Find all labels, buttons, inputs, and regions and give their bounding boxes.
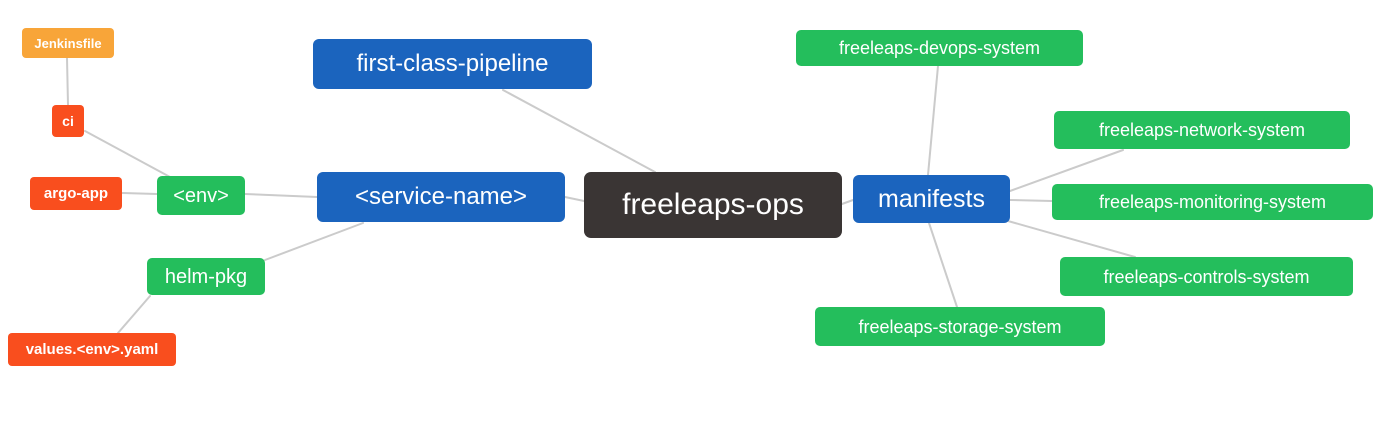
edge-manifests-monitoring <box>1009 199 1053 202</box>
node-freeleaps-monitoring-system[interactable]: freeleaps-monitoring-system <box>1052 184 1373 220</box>
edge-helm-pkg-values <box>117 295 151 334</box>
node-env[interactable]: <env> <box>157 176 245 215</box>
node-manifests[interactable]: manifests <box>853 175 1010 223</box>
edge-freeleaps-ops-manifests <box>841 199 854 205</box>
node-first-class-pipeline[interactable]: first-class-pipeline <box>313 39 592 89</box>
edge-ci-env <box>84 130 171 178</box>
edge-env-service-name <box>244 193 318 198</box>
node-freeleaps-controls-system[interactable]: freeleaps-controls-system <box>1060 257 1353 296</box>
node-helm-pkg[interactable]: helm-pkg <box>147 258 265 295</box>
node-ci[interactable]: ci <box>52 105 84 137</box>
edge-service-name-freeleaps-ops <box>564 196 585 202</box>
node-values-env-yaml[interactable]: values.<env>.yaml <box>8 333 176 366</box>
edge-pipeline-freeleaps-ops <box>502 89 656 173</box>
edge-manifests-devops <box>927 65 939 176</box>
edge-service-name-helm-pkg <box>264 222 364 261</box>
node-freeleaps-network-system[interactable]: freeleaps-network-system <box>1054 111 1350 149</box>
node-service-name[interactable]: <service-name> <box>317 172 565 222</box>
node-jenkinsfile[interactable]: Jenkinsfile <box>22 28 114 58</box>
node-argo-app[interactable]: argo-app <box>30 177 122 210</box>
edge-manifests-storage <box>928 222 958 308</box>
edge-manifests-controls <box>1007 220 1136 258</box>
node-freeleaps-ops-root[interactable]: freeleaps-ops <box>584 172 842 238</box>
node-freeleaps-devops-system[interactable]: freeleaps-devops-system <box>796 30 1083 66</box>
edge-jenkinsfile-ci <box>66 57 69 106</box>
edge-argo-app-env <box>121 192 158 195</box>
node-freeleaps-storage-system[interactable]: freeleaps-storage-system <box>815 307 1105 346</box>
